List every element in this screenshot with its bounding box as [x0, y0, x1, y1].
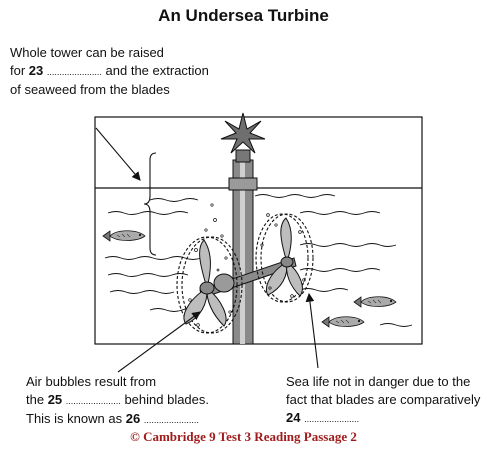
arrow-air-bubbles	[117, 311, 201, 373]
height-brace	[143, 152, 157, 256]
answer-blank-26[interactable]: ......................	[143, 415, 199, 425]
label-raise-tower: Whole tower can be raised for 23 .......…	[10, 44, 209, 99]
label-sea-line1: Sea life not in danger due to the	[286, 374, 471, 389]
right-rotor	[255, 213, 314, 303]
label-sea-life: Sea life not in danger due to the fact t…	[286, 373, 480, 428]
water-waves	[104, 194, 413, 327]
answer-blank-24[interactable]: ......................	[304, 414, 360, 424]
beacon-star-icon	[220, 112, 266, 154]
air-bubbles	[188, 203, 306, 327]
question-23: 23	[28, 63, 44, 78]
label-sea-line2: fact that blades are comparatively	[286, 392, 481, 407]
diagram-frame	[94, 116, 423, 345]
fish-icon	[353, 296, 397, 308]
fish-icon	[102, 230, 146, 242]
label-air-line2: the 25 ...................... behind bla…	[26, 392, 210, 407]
label-sea-line3: 24 ......................	[286, 409, 480, 428]
arrow-sea-life	[305, 292, 319, 369]
question-24: 24	[286, 410, 301, 425]
copyright-footer: © Cambridge 9 Test 3 Reading Passage 2	[130, 429, 357, 444]
turbine-tower	[228, 149, 258, 345]
diagram-title: An Undersea Turbine	[158, 6, 329, 25]
label-air-line1: Air bubbles result from	[26, 374, 157, 389]
turbine-axle	[199, 257, 297, 299]
answer-blank-23[interactable]: ......................	[46, 67, 102, 77]
left-rotor	[176, 236, 243, 334]
label-raise-line2: for 23 ...................... and the ex…	[10, 63, 209, 78]
fish-icon	[321, 316, 365, 328]
question-26: 26	[125, 411, 141, 426]
answer-blank-25[interactable]: ......................	[65, 396, 121, 406]
label-air-line3: This is known as 26 ....................…	[26, 411, 199, 426]
label-raise-line3: of seaweed from the blades	[10, 82, 170, 97]
label-raise-line1: Whole tower can be raised	[10, 45, 164, 60]
label-air-bubbles: Air bubbles result from the 25 .........…	[26, 373, 209, 429]
arrow-raise-tower	[95, 127, 141, 181]
question-25: 25	[47, 392, 63, 407]
